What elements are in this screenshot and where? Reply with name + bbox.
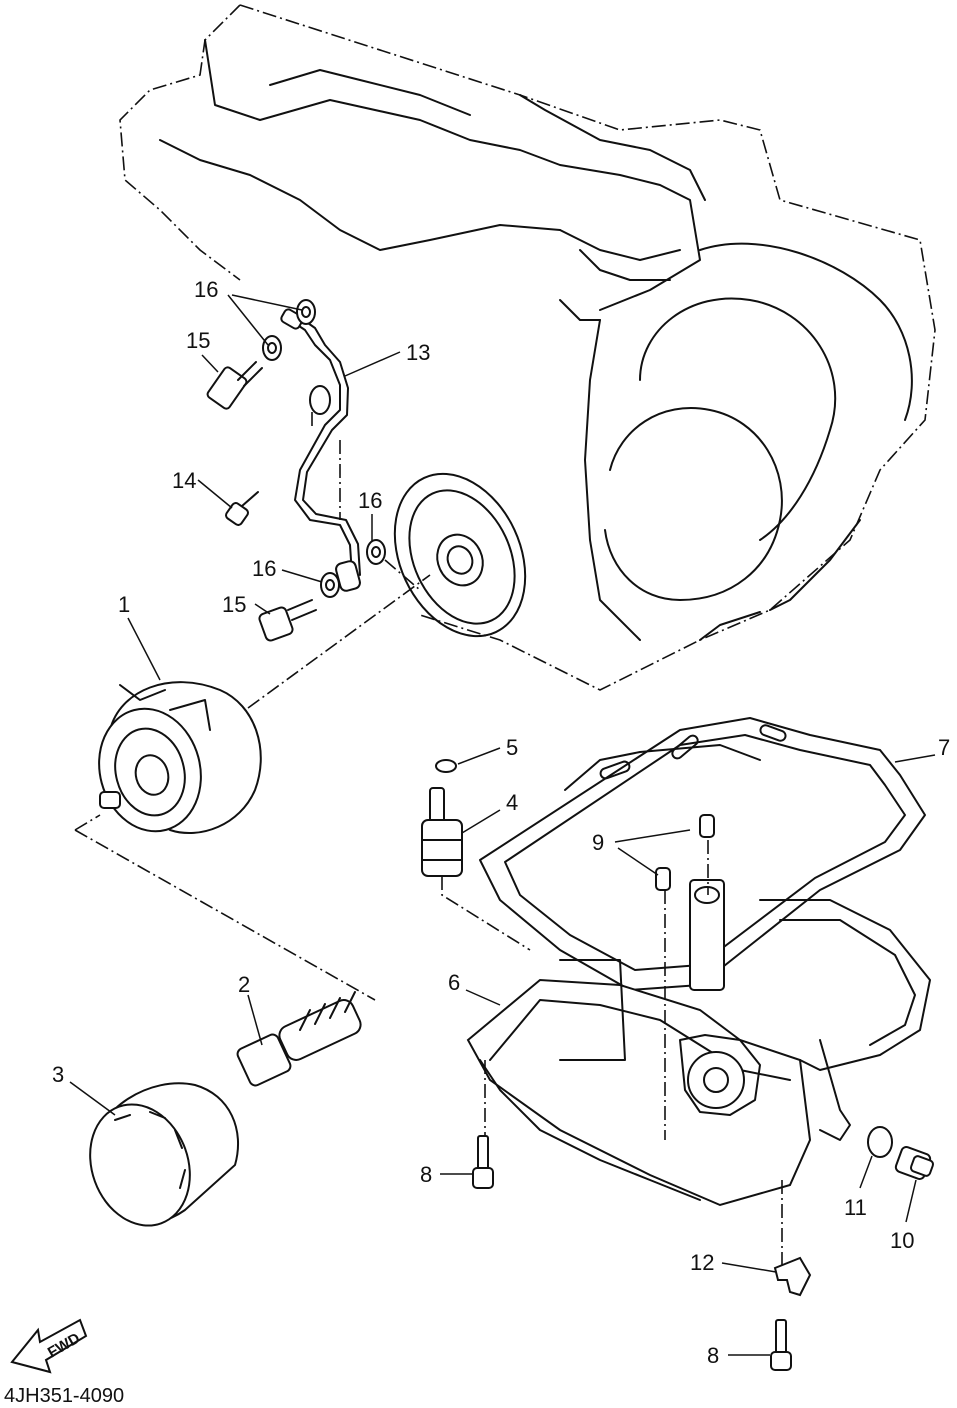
- callout-13: 13: [406, 340, 430, 365]
- clamp: [773, 1256, 812, 1297]
- strainer-connector: [421, 787, 463, 877]
- callout-2: 2: [238, 972, 250, 997]
- callout-16a: 16: [194, 277, 218, 302]
- oil-filter-cartridge: [89, 1082, 240, 1227]
- forward-direction-arrow: FWD: [10, 1318, 88, 1374]
- callout-7: 7: [938, 735, 950, 760]
- callouts: 1 2 3 4 5 6 7 8 8 9 10 11 12 13 14 15 15…: [52, 277, 950, 1368]
- callout-12: 12: [690, 1250, 714, 1275]
- o-ring: [435, 759, 457, 773]
- callout-10: 10: [890, 1228, 914, 1253]
- oil-pan-gasket: [479, 717, 926, 991]
- oil-cooler: [98, 681, 262, 835]
- pan-bolt-left: [472, 1135, 494, 1189]
- oil-pan: [466, 879, 931, 1207]
- callout-6: 6: [448, 970, 460, 995]
- drain-gasket: [867, 1126, 893, 1158]
- engine-block: [119, 4, 936, 691]
- callout-16c: 16: [252, 556, 276, 581]
- copper-washers: [262, 299, 386, 598]
- callout-15a: 15: [186, 328, 210, 353]
- callout-8a: 8: [420, 1162, 432, 1187]
- diagram-code: 4JH351-4090: [4, 1385, 124, 1407]
- callout-11: 11: [844, 1195, 867, 1220]
- drain-bolt: [894, 1146, 935, 1180]
- callout-16b: 16: [358, 488, 382, 513]
- leader-lines: [69, 294, 936, 1356]
- callout-4: 4: [506, 790, 518, 815]
- callout-3: 3: [52, 1062, 64, 1087]
- callout-5: 5: [506, 735, 518, 760]
- bolt-14: [225, 491, 259, 526]
- union-bolt-upper: [206, 361, 263, 410]
- callout-15b: 15: [222, 592, 246, 617]
- callout-8b: 8: [707, 1343, 719, 1368]
- union-bolt-lower: [258, 599, 317, 642]
- callout-1: 1: [118, 592, 130, 617]
- union-bolt-filter: [236, 991, 362, 1087]
- dowel-pins: [655, 814, 715, 891]
- callout-14: 14: [172, 468, 196, 493]
- callout-9: 9: [592, 830, 604, 855]
- oil-delivery-pipe: [280, 308, 361, 592]
- pan-bolt-bottom: [770, 1319, 792, 1371]
- assembly-lines: [74, 412, 783, 1265]
